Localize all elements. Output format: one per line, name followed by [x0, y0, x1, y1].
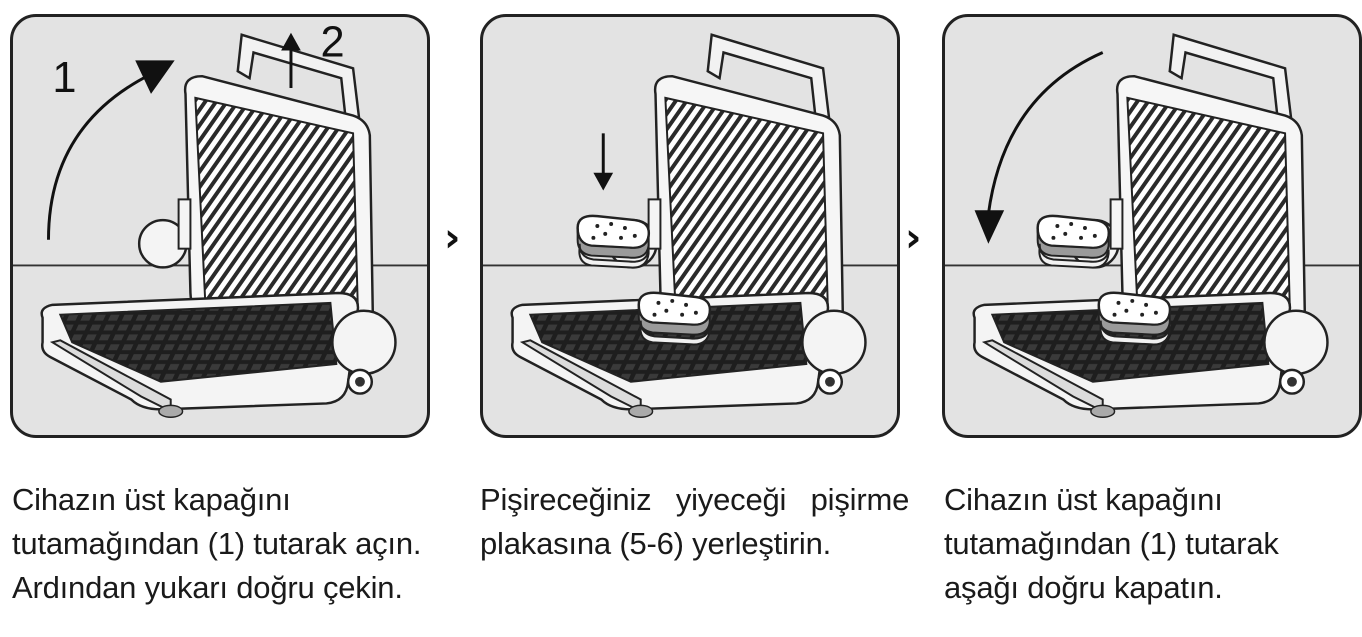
caption-line: Cihazın üst kapağını — [944, 482, 1223, 517]
step-2-caption: Pişireceğiniz yiyeceği pişirme plakasına… — [480, 478, 910, 566]
straight-up-arrow-icon — [281, 32, 301, 88]
caption-line: tutamağından (1) tutarak açın. — [12, 526, 422, 561]
caption-line: Cihazın üst kapağını — [12, 482, 291, 517]
step-3-illustration — [942, 14, 1362, 438]
curved-up-arrow-icon — [47, 60, 175, 240]
next-step-chevron-icon: › — [444, 215, 461, 261]
label-1: 1 — [52, 54, 76, 102]
step-2-illustration — [480, 14, 900, 438]
next-step-chevron-icon: › — [905, 215, 922, 261]
grill-food-illustration — [483, 33, 897, 419]
step-1-illustration: 1 2 — [10, 14, 430, 438]
caption-line: plakasına (5-6) yerleştirin. — [480, 526, 832, 561]
grill-close-illustration — [945, 33, 1359, 419]
down-arrow-icon — [593, 133, 614, 191]
step-1-caption: Cihazın üst kapağını tutamağından (1) tu… — [12, 478, 442, 610]
caption-line: Ardından yukarı doğru çekin. — [12, 570, 403, 605]
step-3-caption: Cihazın üst kapağını tutamağından (1) tu… — [944, 478, 1362, 610]
curved-down-arrow-icon — [974, 51, 1104, 244]
grill-open-illustration: 1 2 — [13, 18, 427, 419]
label-2: 2 — [321, 18, 345, 66]
caption-line: aşağı doğru kapatın. — [944, 570, 1223, 605]
caption-line: tutamağından (1) tutarak — [944, 526, 1279, 561]
caption-line: Pişireceğiniz yiyeceği pişirme — [480, 482, 910, 517]
